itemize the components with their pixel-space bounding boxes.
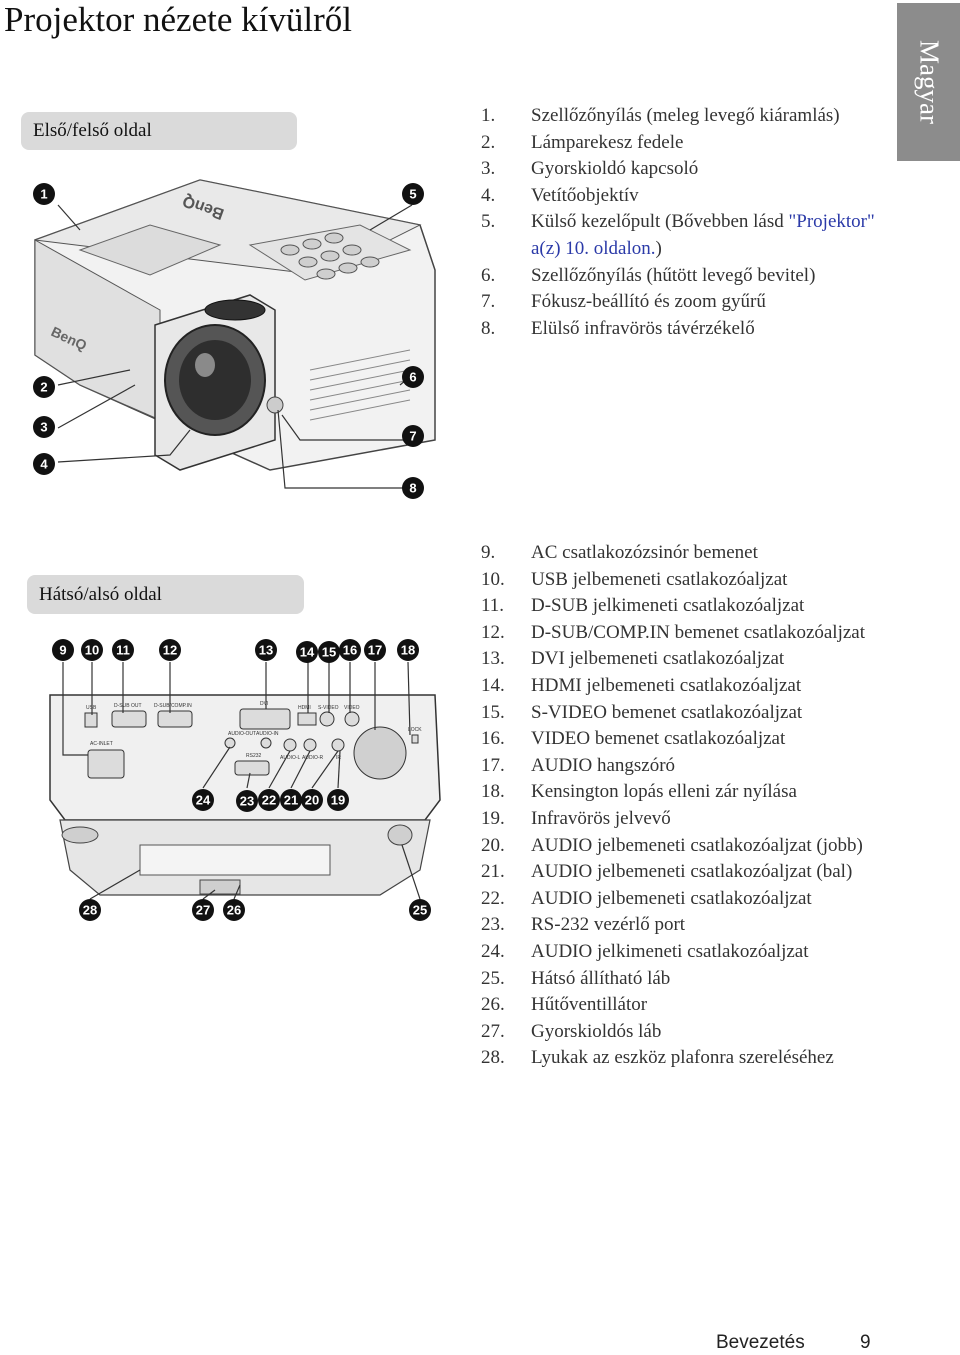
callout-15: 15 [322,645,336,660]
list-item: 8.Elülső infravörös távérzékelő [481,317,755,339]
port-label-audio-l: AUDIO-L [280,755,301,761]
list-item: 24.AUDIO jelkimeneti csatlakozóaljzat [481,940,809,962]
front-section-heading: Első/felső oldal [21,112,297,150]
rear-section-heading: Hátsó/alsó oldal [27,575,304,614]
list-item: 19.Infravörös jelvevő [481,807,671,829]
port-label-hdmi: HDMI [298,705,311,711]
callout-9: 9 [59,643,66,658]
callout-10: 10 [85,643,99,658]
svg-text:4: 4 [40,457,48,472]
callout-21: 21 [284,793,298,808]
list-item: 28.Lyukak az eszköz plafonra szereléséhe… [481,1047,834,1069]
callout-24: 24 [196,793,211,808]
list-item: 3.Gyorskioldó kapcsoló [481,158,699,180]
callout-26: 26 [227,903,241,918]
svg-text:3: 3 [40,420,47,435]
list-item: 26.Hűtőventillátor [481,994,648,1016]
callout-7: 7 [402,425,424,447]
list-item: 6.Szellőzőnyílás (hűtött levegő bevitel) [481,264,816,286]
svg-text:7: 7 [409,429,416,444]
port-label-rs232: RS232 [246,753,262,759]
svg-text:2: 2 [40,380,47,395]
port-label-audio-out: AUDIO-OUT [228,731,256,737]
callout-12: 12 [163,643,177,658]
list-item: 21.AUDIO jelbemeneti csatlakozóaljzat (b… [481,861,853,883]
port-label-audio-r: AUDIO-R [302,755,324,761]
front-parts-list: 1.Szellőzőnyílás (meleg levegő kiáramlás… [481,103,881,342]
port-label-lock: LOCK [408,727,422,733]
callout-13: 13 [259,643,273,658]
callout-19: 19 [331,793,345,808]
svg-text:6: 6 [409,370,416,385]
port-label-video: VIDEO [344,705,360,711]
list-item: 20.AUDIO jelbemeneti csatlakozóaljzat (j… [481,834,863,856]
page-title: Projektor nézete kívülről [4,0,352,39]
callout-5: 5 [402,183,424,205]
list-item: 4.Vetítőobjektív [481,184,639,206]
projector-front-illustration: BenQ BenQ 1 2 3 4 5 6 7 8 [33,179,436,499]
callout-27: 27 [196,903,210,918]
svg-text:1: 1 [40,187,47,202]
list-item: 13.DVI jelbemeneti csatlakozóaljzat [481,648,785,670]
port-label-svideo: S-VIDEO [318,705,339,711]
projector-rear-illustration: USB D-SUB OUT D-SUB/COMP.IN DVI HDMI S-V… [49,639,441,921]
callout-17: 17 [368,643,382,658]
port-label-ir: IR [336,755,341,761]
port-label-dvi: DVI [260,701,268,707]
callout-22: 22 [262,793,276,808]
port-label-ac-inlet: AC-INLET [90,741,113,747]
list-item: 15.S-VIDEO bemenet csatlakozóaljzat [481,701,803,723]
footer-section-name: Bevezetés [716,1332,805,1353]
port-label-dsub-out: D-SUB OUT [114,703,142,709]
port-label-audio-in: AUDIO-IN [256,731,279,737]
list-item: 2.Lámparekesz fedele [481,131,684,153]
callout-6: 6 [402,366,424,388]
list-item: 18.Kensington lopás elleni zár nyílása [481,781,797,803]
language-tab-label: Magyar [914,40,944,124]
callout-14: 14 [300,645,315,660]
list-item: 27.Gyorskioldós láb [481,1020,662,1042]
footer-page-number: 9 [860,1332,871,1353]
list-item: 5.Külső kezelőpult (Bővebben lásd "Proje… [481,211,875,259]
callout-8: 8 [402,477,424,499]
callout-28: 28 [83,903,97,918]
callout-20: 20 [305,793,319,808]
list-item: 1.Szellőzőnyílás (meleg levegő kiáramlás… [481,105,840,126]
callout-23: 23 [240,794,254,809]
list-item: 25.Hátsó állítható láb [481,967,671,989]
callout-3: 3 [33,416,55,438]
list-item: 16.VIDEO bemenet csatlakozóaljzat [481,728,786,750]
list-item: 12.D-SUB/COMP.IN bemenet csatlakozóaljza… [481,621,866,643]
callout-4: 4 [33,453,55,475]
list-item: 9.AC csatlakozózsinór bemenet [481,542,758,563]
list-item: 7.Fókusz-beállító és zoom gyűrű [481,291,766,313]
page-reference-link[interactable]: "Projektor" a(z) 10. oldalon. [531,211,875,259]
callout-2: 2 [33,376,55,398]
svg-text:5: 5 [409,187,416,202]
list-item: 10.USB jelbemeneti csatlakozóaljzat [481,568,788,590]
list-item: 14.HDMI jelbemeneti csatlakozóaljzat [481,674,802,696]
list-item: 23.RS-232 vezérlő port [481,914,686,936]
list-item: 17.AUDIO hangszóró [481,754,676,776]
callout-1: 1 [33,183,55,205]
svg-text:8: 8 [409,481,416,496]
callout-16: 16 [343,643,357,658]
callout-18: 18 [401,643,415,658]
list-item: 22.AUDIO jelbemeneti csatlakozóaljzat [481,887,812,909]
callout-11: 11 [116,643,130,658]
port-label-dsub-comp-in: D-SUB/COMP.IN [154,703,192,709]
callout-25: 25 [413,903,427,918]
language-tab: Magyar [897,3,960,161]
rear-parts-list: 9.AC csatlakozózsinór bemenet 10.USB jel… [481,540,881,1072]
list-item: 11.D-SUB jelkimeneti csatlakozóaljzat [481,595,805,617]
